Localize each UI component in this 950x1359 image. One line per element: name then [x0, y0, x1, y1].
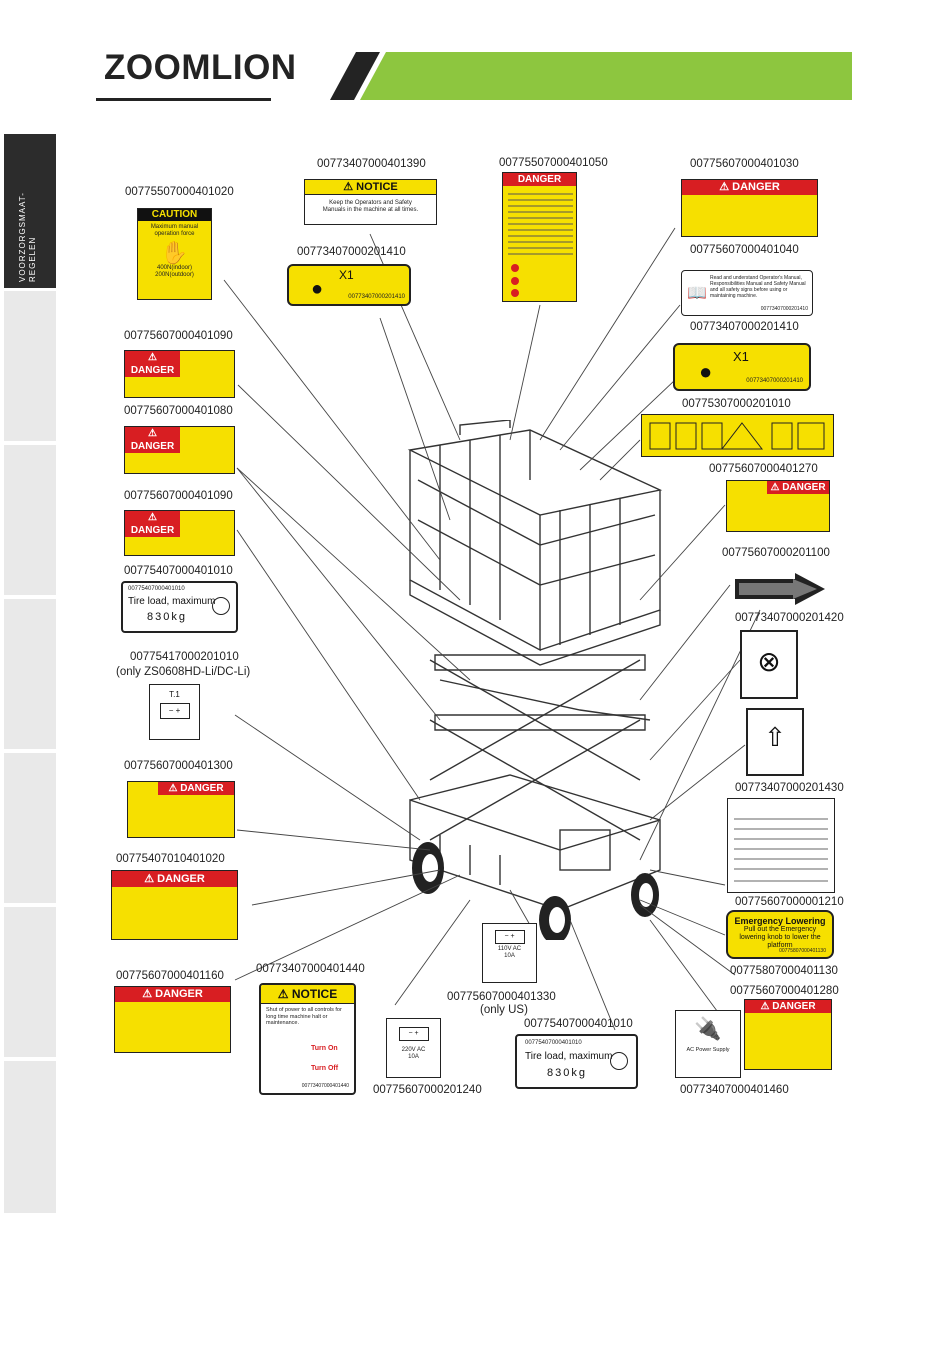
lift-hook-decal: ⇧ — [746, 708, 804, 776]
caution-decal: CAUTION Maximum manual operation force ✋… — [137, 208, 212, 300]
part-code: 00775607000401040 — [690, 244, 799, 256]
battery-icon: − + — [159, 703, 190, 719]
danger-decal-7: ⚠ DANGER — [111, 870, 238, 940]
danger-decal-8: ⚠ DANGER — [114, 986, 231, 1053]
scissor-lift-drawing — [407, 420, 663, 940]
part-code: 00775407010401020 — [116, 853, 225, 865]
pictogram-icons — [649, 422, 825, 450]
part-code: 00775307000201010 — [682, 398, 791, 410]
part-code: 00775507000401020 — [125, 186, 234, 198]
hook-icon: ⇧ — [764, 722, 786, 752]
nameplate-decal — [727, 798, 835, 893]
side-tab-2[interactable] — [4, 291, 56, 441]
person-icon: ● — [699, 359, 713, 384]
side-tab-4[interactable] — [4, 599, 56, 749]
side-tab-5[interactable] — [4, 753, 56, 903]
hand-icon: ✋ — [160, 240, 189, 265]
side-tab-3[interactable] — [4, 445, 56, 595]
part-code: 00775607000401090 — [124, 330, 233, 342]
part-code: 00775607000401080 — [124, 405, 233, 417]
brand-name: ZOOMLION — [104, 48, 297, 87]
danger-decal-4: ⚠ DANGER — [124, 510, 235, 556]
part-code: 00773407000201410 — [297, 246, 406, 258]
part-code: 00775607000401270 — [709, 463, 818, 475]
person-icon: ● — [311, 278, 324, 300]
part-code: 00775407000401010 — [124, 565, 233, 577]
part-code: 00775417000201010 — [130, 651, 239, 663]
danger-decal-2: ⚠ DANGER — [124, 350, 235, 398]
danger-decal-tall: DANGER — [502, 172, 577, 302]
battery-decal: T.1 − + — [149, 684, 200, 740]
plug-icon: 🔌 — [694, 1016, 722, 1041]
caution-header: CAUTION — [138, 209, 211, 221]
tire-load-decal: 00775407000401010 Tire load, maximum 830… — [121, 581, 238, 633]
part-code: 00775607000001210 — [735, 896, 844, 908]
part-code: 00775607000401160 — [116, 970, 224, 982]
part-code: 00775607000401300 — [124, 760, 233, 772]
110v-decal: − + 110V AC 10A — [482, 923, 537, 983]
part-code: 00773407000401390 — [317, 158, 426, 170]
danger-text-lines — [508, 193, 573, 297]
part-code-note: (only US) — [480, 1004, 528, 1016]
side-tab-7[interactable] — [4, 1061, 56, 1213]
part-code: 00775407000401010 — [524, 1018, 633, 1030]
part-code: 00775607000401030 — [690, 158, 799, 170]
danger-decal-5: ⚠ DANGER — [726, 480, 830, 532]
header-stripes — [96, 52, 852, 101]
part-code: 00775607000401090 — [124, 490, 233, 502]
part-code: 00775607000201240 — [373, 1084, 482, 1096]
part-code: 00773407000401440 — [256, 963, 365, 975]
pictogram-strip-decal — [641, 414, 834, 457]
part-code-note: (only ZS0608HD-Li/DC-Li) — [116, 666, 251, 678]
part-code: 00775807000401130 — [730, 965, 838, 977]
brand-logo: ZOOMLION — [104, 48, 297, 88]
tire-icon — [212, 597, 230, 615]
emergency-lowering-decal: Emergency Lowering Pull out the Emergenc… — [726, 910, 834, 959]
part-code: 00773407000201420 — [735, 612, 844, 624]
tire-icon — [610, 1052, 628, 1070]
220v-decal: − + 220V AC 10A — [386, 1018, 441, 1078]
strap-icon: ⊗ — [757, 646, 781, 677]
part-code: 00775507000401050 — [499, 157, 608, 169]
danger-decal-1: ⚠ DANGER — [681, 179, 818, 237]
x1-decal: X1 ● 00773407000201410 — [287, 264, 411, 306]
danger-decal-6: ⚠ DANGER — [127, 781, 235, 838]
book-icon: 📖 — [687, 285, 707, 302]
battery-icon: − + — [494, 930, 525, 944]
battery-icon: − + — [398, 1027, 429, 1041]
x1-decal-2: X1 ● 00773407000201410 — [673, 343, 811, 391]
part-code: 00773407000201410 — [690, 321, 799, 333]
strap-decal: ⊗ — [740, 630, 798, 699]
nameplate-lines — [734, 818, 828, 882]
tire-load-decal-2: 00775407000401010 Tire load, maximum 830… — [515, 1034, 638, 1089]
side-tab-active[interactable]: VOORZORGSMAAT-REGELEN — [4, 134, 56, 288]
part-code: 00775607000401330 — [447, 991, 556, 1003]
side-tab-6[interactable] — [4, 907, 56, 1057]
manual-decal: 📖 Read and understand Operator's Manual,… — [681, 270, 813, 316]
part-code: 00775607000401280 — [730, 985, 839, 997]
notice-decal-2: ⚠ NOTICE Shut of power to all controls f… — [259, 983, 356, 1095]
part-code: 00775607000201100 — [722, 547, 830, 559]
danger-decal-9: ⚠ DANGER — [744, 999, 832, 1070]
part-code: 00773407000401460 — [680, 1084, 789, 1096]
danger-decal-3: ⚠ DANGER — [124, 426, 235, 474]
arrow-decal — [735, 573, 825, 605]
notice-decal: ⚠ NOTICE Keep the Operators and Safety M… — [304, 179, 437, 225]
ac-power-decal: 🔌 AC Power Supply — [675, 1010, 741, 1078]
part-code: 00773407000201430 — [735, 782, 844, 794]
